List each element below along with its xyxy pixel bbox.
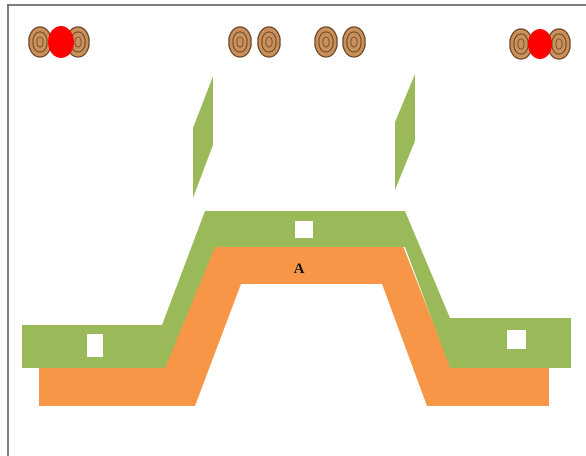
window-right	[507, 330, 526, 349]
slanted-piece-right	[395, 74, 415, 190]
bead-group-right	[510, 29, 570, 59]
window-left	[87, 334, 103, 357]
window-top	[295, 221, 313, 238]
red-marker-right	[528, 29, 552, 59]
bead-group-center-right	[315, 27, 365, 57]
slanted-piece-left	[193, 76, 213, 198]
red-marker-left	[48, 26, 74, 58]
label-a: A	[294, 261, 305, 277]
bead-group-center-left	[229, 27, 280, 57]
bead-group-left	[29, 26, 89, 58]
